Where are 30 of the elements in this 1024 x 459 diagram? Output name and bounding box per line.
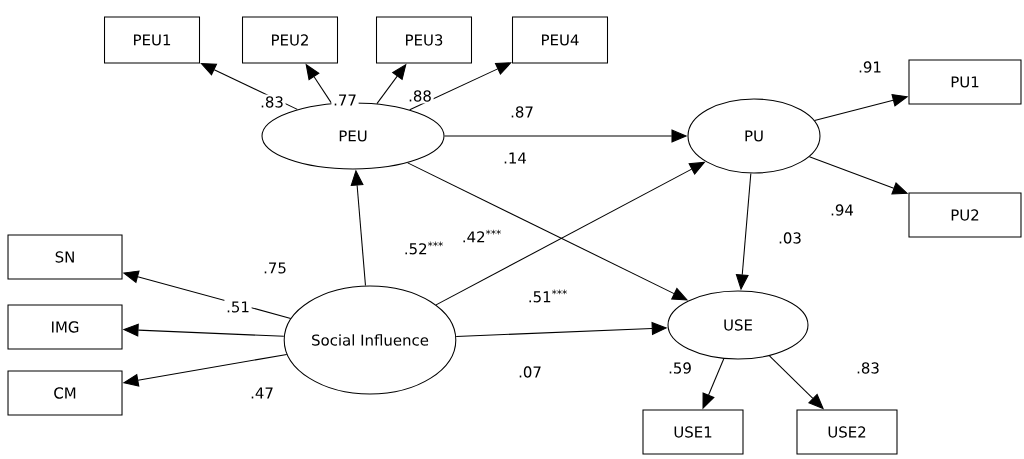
edge-label: .51$^{***}$	[526, 287, 570, 305]
indicator-box: PEU3	[376, 16, 473, 64]
edge-label: .51	[224, 299, 252, 315]
indicator-box: PU2	[908, 192, 1022, 238]
edge-label: .77	[331, 92, 359, 108]
edge-label: .83	[258, 94, 286, 110]
edge-label: .07	[516, 364, 544, 380]
indicator-box: PEU2	[241, 16, 339, 64]
edge-label: .59	[666, 360, 694, 376]
edge-label: .75	[261, 260, 289, 276]
edge-label: .03	[776, 230, 804, 246]
arrow	[409, 62, 512, 111]
edge-label: .42$^{***}$	[460, 227, 504, 245]
indicator-box: PU1	[908, 59, 1022, 105]
indicator-box: CM	[7, 370, 123, 416]
indicator-box: IMG	[7, 304, 123, 350]
indicator-box: PEU1	[104, 16, 201, 64]
edge-label: .87	[508, 104, 536, 120]
indicator-box: USE1	[642, 409, 744, 455]
edge-label: .14	[501, 150, 529, 166]
edge-label: .91	[856, 59, 884, 75]
edge-label: .83	[854, 360, 882, 376]
arrow	[200, 62, 298, 110]
edge-label: .88	[406, 88, 434, 104]
edge-label: .94	[828, 202, 856, 218]
indicator-box: USE2	[796, 409, 898, 455]
indicator-box: SN	[7, 234, 123, 280]
edge-label: .47	[248, 385, 276, 401]
indicator-box: PEU4	[511, 16, 609, 64]
edge-label: .52$^{***}$	[402, 239, 446, 257]
